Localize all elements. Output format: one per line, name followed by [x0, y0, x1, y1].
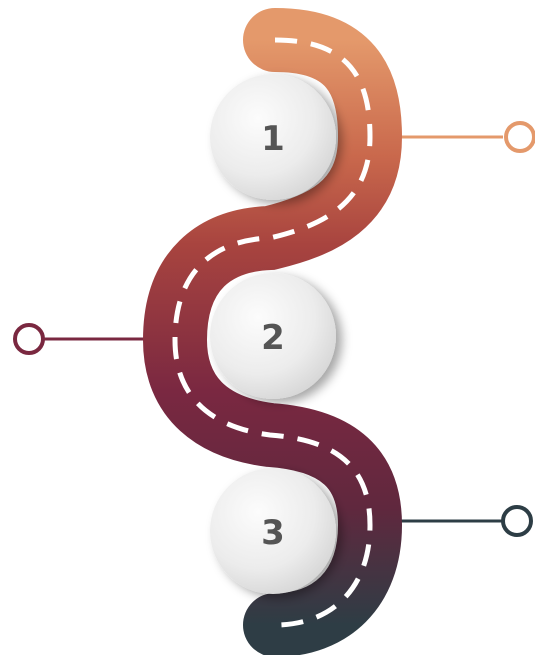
step-2-disc: 2: [210, 273, 336, 399]
step-3-number: 3: [261, 513, 285, 553]
step-2-number: 2: [261, 318, 285, 358]
connector-1: [392, 121, 535, 153]
step-1-disc: 1: [210, 74, 336, 200]
step-3-marker-ring: [501, 505, 533, 537]
connector-3: [392, 505, 533, 537]
step-3-disc: 3: [210, 468, 336, 594]
step-2-marker-ring: [13, 323, 45, 355]
connector-2: [13, 323, 150, 355]
step-1-number: 1: [261, 119, 285, 159]
road-lane-dashes: [172, 37, 373, 628]
step-1-marker-ring: [504, 121, 535, 153]
